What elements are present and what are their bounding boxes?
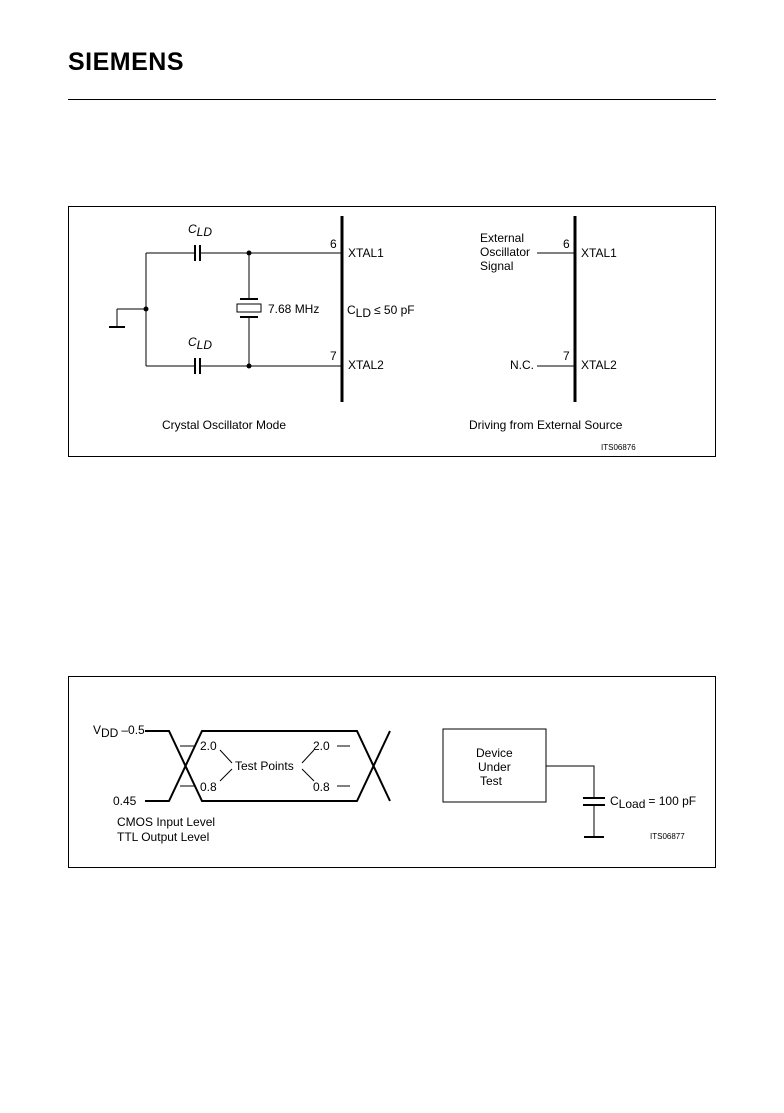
xtal1-label: XTAL1 <box>581 246 617 260</box>
figure-id: ITS06876 <box>601 443 636 452</box>
caption-external-source: Driving from External Source <box>469 418 623 432</box>
caption-cmos-input: CMOS Input Level <box>117 815 215 829</box>
test-point-leader <box>301 749 315 764</box>
low-level-label: 0.45 <box>113 794 137 808</box>
oscillator-figure: CLD CLD 7.68 MHz 6 7 XTAL1 XTAL2 CLD≤ 50… <box>68 206 716 457</box>
waveform-trace <box>145 730 391 802</box>
low-threshold-label: 0.8 <box>313 780 330 794</box>
test-point-leader <box>301 768 315 782</box>
ext-signal-label-1: External <box>480 231 524 245</box>
caption-ttl-output: TTL Output Level <box>117 830 209 844</box>
ac-test-figure: VDD–0.5 0.45 2.0 0.8 2.0 0.8 Test Points… <box>68 676 716 868</box>
crystal-frequency: 7.68 MHz <box>268 302 319 316</box>
ext-signal-label-2: Oscillator <box>480 245 530 259</box>
pin-7-label: 7 <box>563 349 570 363</box>
test-points-label: Test Points <box>235 759 294 773</box>
cload-label: CLoad= 100 pF <box>610 794 696 811</box>
xtal1-label: XTAL1 <box>348 246 384 260</box>
cld-label-bottom: CLD <box>188 335 212 352</box>
test-point-leader <box>219 768 233 782</box>
low-threshold-label: 0.8 <box>200 780 217 794</box>
cld-label-top: CLD <box>188 222 212 239</box>
waveform-trace <box>145 730 391 802</box>
siemens-logo: SIEMENS <box>68 48 185 76</box>
caption-crystal-mode: Crystal Oscillator Mode <box>162 418 286 432</box>
nc-label: N.C. <box>510 358 534 372</box>
test-point-leader <box>219 749 233 764</box>
junction-dot <box>143 306 149 312</box>
vdd-level-label: VDD–0.5 <box>93 723 145 740</box>
pin-6-label: 6 <box>563 237 570 251</box>
high-threshold-label: 2.0 <box>200 739 217 753</box>
pin-6-label: 6 <box>330 237 337 251</box>
ac-test-diagram: VDD–0.5 0.45 2.0 0.8 2.0 0.8 Test Points… <box>93 723 696 844</box>
xtal2-label: XTAL2 <box>581 358 617 372</box>
crystal-symbol <box>236 303 262 313</box>
cld-max-label: CLD≤ 50 pF <box>347 303 415 320</box>
figure-id: ITS06877 <box>650 832 685 841</box>
oscillator-diagram: CLD CLD 7.68 MHz 6 7 XTAL1 XTAL2 CLD≤ 50… <box>109 216 636 452</box>
dut-label-1: Device <box>476 746 513 760</box>
wire <box>546 765 595 798</box>
header-divider <box>68 99 716 100</box>
xtal2-label: XTAL2 <box>348 358 384 372</box>
high-threshold-label: 2.0 <box>313 739 330 753</box>
pin-7-label: 7 <box>330 349 337 363</box>
dut-label-2: Under <box>478 760 511 774</box>
dut-label-3: Test <box>480 774 503 788</box>
ext-signal-label-3: Signal <box>480 259 513 273</box>
